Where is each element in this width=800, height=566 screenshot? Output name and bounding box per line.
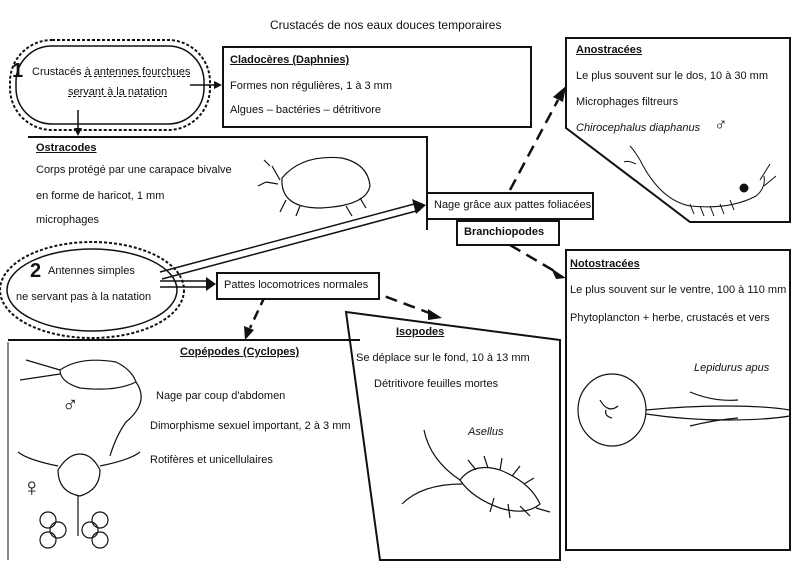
isopodes-panel	[344, 310, 561, 561]
branchiopodes-label: Branchiopodes	[464, 226, 545, 238]
ostracodes-line3: microphages	[36, 214, 99, 226]
cladoceres-line1: Formes non régulières, 1 à 3 mm	[230, 80, 393, 92]
copepodes-line2: Dimorphisme sexuel important, 2 à 3 mm	[150, 420, 351, 432]
copepodes-heading: Copépodes (Cyclopes)	[180, 346, 300, 358]
cladoceres-line2: Algues – bactéries – détritivore	[230, 104, 382, 116]
ostracodes-box: Ostracodes Corps protégé par une carapac…	[28, 136, 428, 230]
branchiopodes-box: Branchiopodes	[456, 220, 560, 246]
notostracees-heading: Notostracées	[570, 258, 640, 270]
ostracodes-line2: en forme de haricot, 1 mm	[36, 190, 165, 202]
group1-line1-bold: à antennes fourchues	[84, 66, 191, 78]
anostracees-species: Chirocephalus diaphanus	[576, 122, 701, 134]
cyclops-female-drawing	[17, 451, 141, 549]
group1-line2: servant à la natation	[68, 86, 168, 98]
group2-outline-outer	[0, 241, 185, 339]
isopodes-heading: Isopodes	[396, 326, 445, 338]
notostracees-line2: Phytoplancton + herbe, crustacés et vers	[570, 312, 770, 324]
notostracees-line1: Le plus souvent sur le ventre, 100 à 110…	[570, 284, 787, 296]
nage-label: Nage grâce aux pattes foliacées	[434, 199, 592, 211]
isopodes-line2: Détritivore feuilles mortes	[374, 378, 499, 390]
cladoceres-heading: Cladocères (Daphnies)	[230, 54, 350, 66]
copepodes-line3: Rotifères et unicellulaires	[150, 454, 273, 466]
male-symbol-icon: ♂	[62, 392, 79, 417]
anostracees-line2: Microphages filtreurs	[576, 96, 679, 108]
group2-line1: Antennes simples	[48, 265, 135, 277]
group1-outline-outer	[9, 39, 211, 131]
cladoceres-box: Cladocères (Daphnies) Formes non réguliè…	[222, 46, 532, 128]
female-symbol-icon: ♀	[22, 472, 42, 502]
pattes-box: Pattes locomotrices normales	[216, 272, 380, 300]
asellus-drawing	[401, 429, 551, 519]
ostracodes-heading: Ostracodes	[36, 142, 97, 154]
group1-line1: Crustacés à antennes fourchues	[32, 66, 190, 78]
anostracees-panel	[565, 37, 791, 223]
group2-number: 2	[30, 260, 42, 282]
male-symbol-icon: ♂	[714, 114, 728, 134]
copepodes-line1: Nage par coup d'abdomen	[156, 390, 286, 402]
group2-outline-inner	[6, 248, 178, 332]
cyclops-male-drawing	[19, 359, 142, 457]
isopodes-species: Asellus	[468, 426, 504, 438]
ostracodes-line1: Corps protégé par une carapace bivalve	[36, 164, 232, 176]
page-title: Crustacés de nos eaux douces temporaires	[270, 18, 502, 32]
pattes-label: Pattes locomotrices normales	[224, 279, 369, 291]
group1-outline-inner	[15, 45, 205, 125]
group1-number: 1	[12, 60, 24, 82]
anostracees-heading: Anostracées	[576, 44, 643, 56]
group2-line2: ne servant pas à la natation	[16, 291, 152, 303]
lepidurus-drawing	[577, 373, 791, 447]
ostracod-drawing	[257, 156, 371, 217]
isopodes-line1: Se déplace sur le fond, 10 à 13 mm	[356, 352, 530, 364]
notostracees-panel	[565, 249, 791, 551]
notostracees-species: Lepidurus apus	[694, 362, 770, 374]
anostracees-line1: Le plus souvent sur le dos, 10 à 30 mm	[576, 70, 768, 82]
nage-box: Nage grâce aux pattes foliacées	[426, 192, 594, 220]
group1-line1-plain: Crustacés	[32, 66, 85, 78]
fairy-shrimp-drawing	[623, 145, 777, 217]
